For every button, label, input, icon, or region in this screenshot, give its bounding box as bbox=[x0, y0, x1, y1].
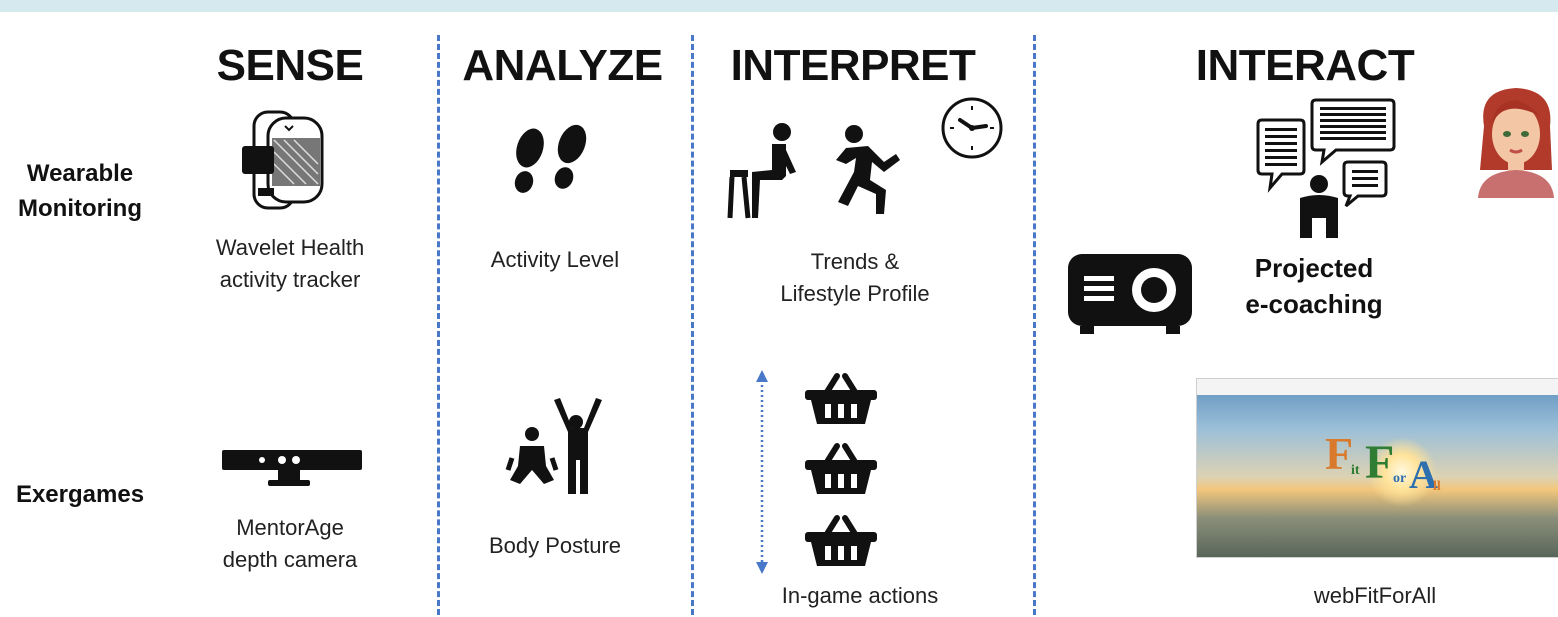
caption-wavelet-tracker: Wavelet Health activity tracker bbox=[180, 232, 400, 296]
caption-activity-level: Activity Level bbox=[490, 247, 620, 272]
sitting-person-icon bbox=[727, 123, 796, 219]
caption-trends-lifestyle: Trends & Lifestyle Profile bbox=[720, 246, 990, 310]
row-label-line: Monitoring bbox=[18, 194, 142, 222]
caption-line: activity tracker bbox=[219, 266, 361, 292]
caption-ingame-actions: In-game actions bbox=[781, 583, 939, 608]
footprints-icon bbox=[514, 124, 587, 193]
basket-icon bbox=[805, 443, 877, 494]
speech-bubbles-icon bbox=[1256, 98, 1396, 208]
avatar-woman-icon bbox=[1478, 88, 1554, 198]
column-divider bbox=[1033, 35, 1036, 615]
webfitforall-screenshot: F it F or A ll bbox=[1196, 378, 1558, 558]
caption-line: depth camera bbox=[222, 546, 358, 572]
column-title-sense: SENSE bbox=[216, 41, 364, 90]
caption-line: MentorAge bbox=[236, 515, 344, 540]
projector-icon bbox=[1068, 254, 1192, 334]
basket-icon bbox=[805, 515, 877, 566]
screenshot-menubar bbox=[1197, 379, 1558, 395]
row-label-exergames: Exergames bbox=[15, 481, 145, 508]
caption-line: Lifestyle Profile bbox=[780, 280, 930, 306]
logo-letter: F bbox=[1365, 436, 1395, 489]
column-title-interact: INTERACT bbox=[1195, 41, 1415, 90]
sun bbox=[1367, 437, 1437, 507]
depth-camera-icon bbox=[222, 450, 362, 486]
row-label-line: Wearable bbox=[26, 160, 134, 187]
caption-line: Trends & bbox=[810, 249, 900, 274]
row-label-wearable-monitoring: Wearable Monitoring bbox=[0, 157, 160, 227]
logo-letter: or bbox=[1393, 471, 1407, 486]
caption-line: Projected bbox=[1254, 253, 1374, 283]
body-posture-icon bbox=[505, 398, 602, 494]
logo-letter: A bbox=[1409, 452, 1438, 497]
running-person-icon bbox=[836, 125, 900, 214]
column-title-interpret: INTERPRET bbox=[730, 41, 976, 90]
top-band bbox=[0, 0, 1558, 12]
activity-tracker-icon bbox=[242, 110, 324, 210]
person-icon bbox=[1300, 175, 1338, 238]
caption-line: Wavelet Health bbox=[215, 235, 365, 260]
caption-body-posture: Body Posture bbox=[488, 533, 622, 558]
logo-letter: ll bbox=[1433, 479, 1441, 494]
basket-icon bbox=[805, 373, 877, 424]
caption-line: e-coaching bbox=[1245, 289, 1383, 320]
caption-webfitforall: webFitForAll bbox=[1313, 583, 1437, 608]
column-divider bbox=[691, 35, 694, 615]
column-divider bbox=[437, 35, 440, 615]
caption-mentorage-camera: MentorAge depth camera bbox=[180, 512, 400, 576]
vertical-arrow-icon bbox=[756, 370, 768, 574]
clock-icon bbox=[941, 97, 1003, 159]
logo-letter: F bbox=[1325, 428, 1354, 479]
column-title-analyze: ANALYZE bbox=[462, 41, 663, 90]
caption-projected-ecoaching: Projected e-coaching bbox=[1214, 250, 1414, 323]
logo-letter: it bbox=[1351, 463, 1360, 478]
